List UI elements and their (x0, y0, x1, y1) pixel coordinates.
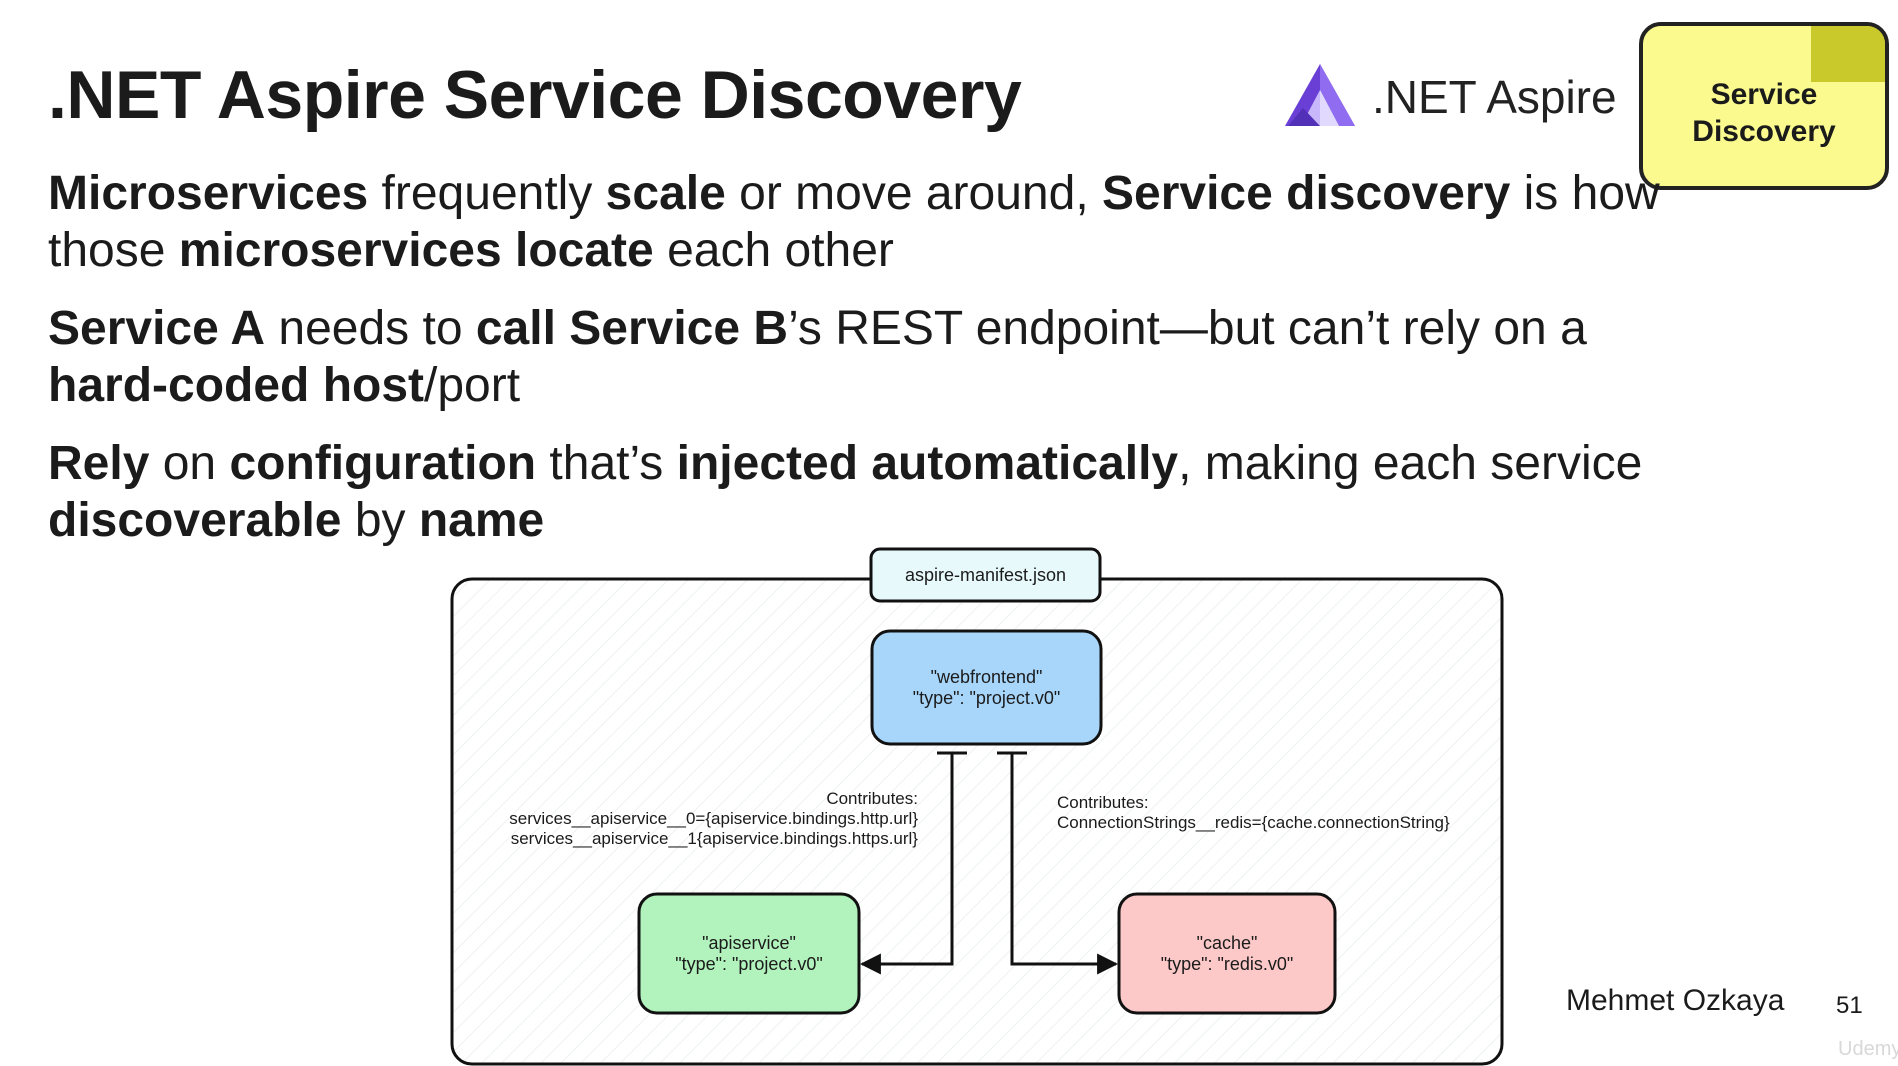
body-text: is how those (48, 167, 1660, 277)
apiservice-name: "apiservice" (702, 933, 796, 953)
sticky-note-fold (1811, 26, 1885, 82)
bullet-2: Service A needs to call Service B’s REST… (48, 300, 1668, 414)
apiservice-node: "apiservice" "type": "project.v0" (637, 892, 861, 1015)
emphasis-text: configuration (229, 437, 537, 490)
webfrontend-type: "type": "project.v0" (913, 688, 1061, 708)
apiservice-contributes-note: Contributes: services__apiservice__0={ap… (509, 789, 918, 848)
cache-name: "cache" (1197, 933, 1258, 953)
cache-node-box (1117, 892, 1337, 1015)
page-number: 51 (1836, 992, 1863, 1019)
body-text: that’s (536, 437, 677, 490)
apiservice-node-box (637, 892, 861, 1015)
left-note-line-3: services__apiservice__1{apiservice.bindi… (511, 829, 919, 848)
emphasis-text: call Service B (475, 302, 789, 355)
emphasis-text: Microservices (48, 167, 369, 220)
body-text: /port (424, 359, 521, 412)
left-note-line-1: Contributes: (826, 789, 918, 808)
cache-contributes-note: Contributes: ConnectionStrings__redis={c… (1057, 793, 1450, 832)
emphasis-text: name (418, 494, 545, 547)
body-text: or move around, (725, 167, 1102, 220)
logo-text: .NET Aspire (1372, 71, 1617, 123)
body-text: frequently (368, 167, 606, 220)
cache-node: "cache" "type": "redis.v0" (1117, 892, 1337, 1015)
emphasis-text: microservices locate (178, 224, 654, 277)
right-note-line-1: Contributes: (1057, 793, 1149, 812)
webfrontend-node: "webfrontend" "type": "project.v0" (870, 629, 1103, 746)
emphasis-text: Rely (48, 437, 150, 490)
sticky-note-line-2: Discovery (1692, 115, 1836, 148)
body-text: ’s REST endpoint—but can’t rely on a (788, 302, 1587, 355)
left-note-line-2: services__apiservice__0={apiservice.bind… (509, 809, 918, 828)
right-note-line-2: ConnectionStrings__redis={cache.connecti… (1057, 813, 1450, 832)
manifest-label: aspire-manifest.json (869, 547, 1102, 603)
bullet-3: Rely on configuration that’s injected au… (48, 435, 1668, 549)
emphasis-text: scale (605, 167, 726, 220)
sticky-note-text: Service Discovery (1643, 76, 1885, 150)
cache-type: "type": "redis.v0" (1161, 954, 1294, 974)
body-text: on (149, 437, 230, 490)
webfrontend-name: "webfrontend" (931, 667, 1043, 687)
body-text: needs to (265, 302, 476, 355)
dotnet-aspire-logo-icon (1285, 64, 1355, 126)
udemy-watermark: Udemy (1838, 1038, 1898, 1060)
emphasis-text: Service A (48, 302, 266, 355)
author-name: Mehmet Ozkaya (1566, 984, 1785, 1017)
manifest-label-text: aspire-manifest.json (905, 565, 1066, 585)
apiservice-type: "type": "project.v0" (675, 954, 823, 974)
emphasis-text: discoverable (48, 494, 342, 547)
bullet-1: Microservices frequently scale or move a… (48, 165, 1668, 279)
body-text: by (341, 494, 419, 547)
emphasis-text: injected automatically (676, 437, 1179, 490)
service-discovery-sticky-note: Service Discovery (1639, 22, 1889, 190)
sticky-note-line-1: Service (1710, 78, 1818, 111)
emphasis-text: Service discovery (1102, 167, 1511, 220)
emphasis-text: hard-coded host (48, 359, 425, 412)
body-text: , making each service (1178, 437, 1643, 490)
webfrontend-node-box (870, 629, 1103, 746)
connector-webfrontend-to-apiservice (859, 751, 967, 975)
connector-webfrontend-to-cache (997, 751, 1119, 975)
slide-title: .NET Aspire Service Discovery (48, 57, 1022, 133)
body-text: each other (653, 224, 894, 277)
